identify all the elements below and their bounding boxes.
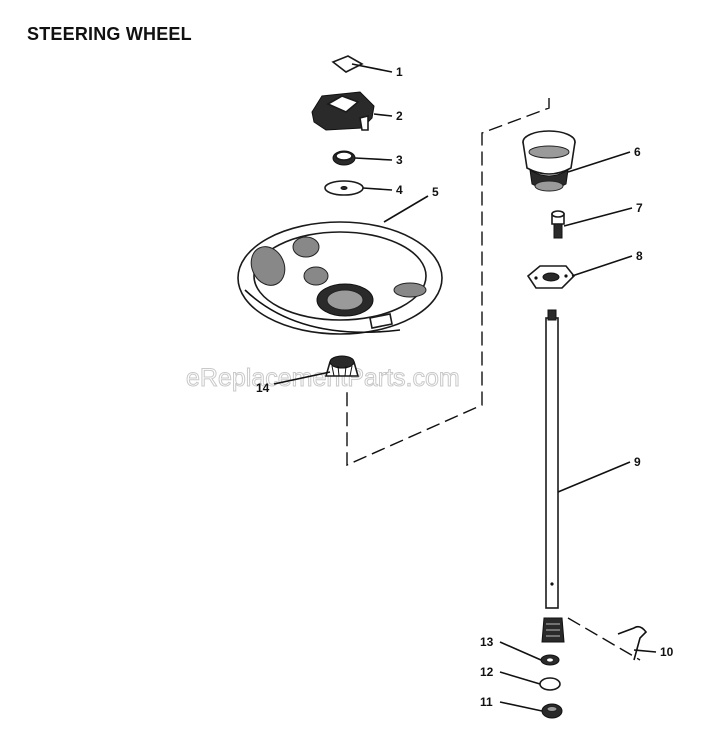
part-7-bolt[interactable] [551, 210, 565, 239]
callout-14: 14 [256, 381, 270, 395]
part-10-cotter-pin[interactable] [617, 625, 648, 661]
callout-9: 9 [634, 455, 641, 469]
part-9-steering-shaft[interactable] [541, 309, 565, 643]
part-8-bearing-flange[interactable] [526, 265, 576, 289]
leader-lines [273, 63, 657, 712]
callout-7: 7 [636, 201, 643, 215]
diagram-title: STEERING WHEEL [27, 24, 192, 44]
part-1-emblem[interactable] [331, 55, 364, 73]
part-13-washer[interactable] [540, 654, 560, 666]
callout-1: 1 [396, 65, 403, 79]
callout-5: 5 [432, 185, 439, 199]
part-6-column-cover[interactable] [522, 130, 576, 192]
part-14-hub-adapter[interactable] [324, 355, 360, 377]
part-2-center-cap[interactable] [311, 91, 375, 131]
part-11-nut[interactable] [541, 703, 563, 719]
watermark: eReplacementParts.com [186, 364, 460, 392]
callout-3: 3 [396, 153, 403, 167]
shaft-dashed-line [567, 617, 641, 661]
callout-6: 6 [634, 145, 641, 159]
callout-11: 11 [480, 695, 493, 709]
part-5-steering-wheel[interactable] [237, 221, 443, 335]
part-3-nut[interactable] [332, 150, 356, 166]
callout-12: 12 [480, 665, 494, 679]
callout-4: 4 [396, 183, 403, 197]
assembly-dashed-line [346, 98, 550, 467]
callout-13: 13 [480, 635, 494, 649]
part-4-washer[interactable] [324, 180, 364, 196]
callout-8: 8 [636, 249, 643, 263]
callout-10: 10 [660, 645, 674, 659]
callout-2: 2 [396, 109, 403, 123]
part-12-ring[interactable] [539, 677, 561, 691]
